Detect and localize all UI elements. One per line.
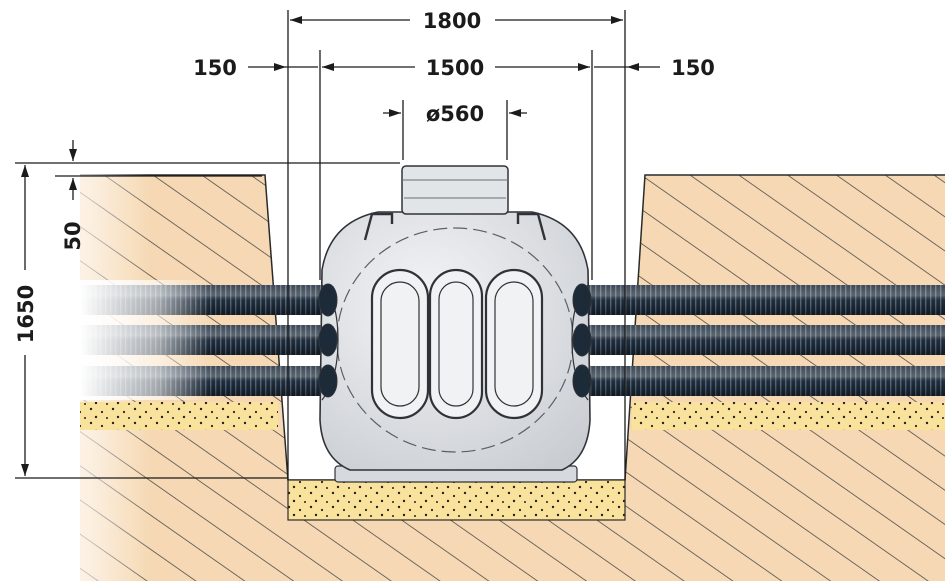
pipe-entry-right-1 bbox=[572, 283, 592, 317]
chamber-oval-window-2 bbox=[428, 268, 484, 420]
soil-left bbox=[80, 175, 945, 581]
dim-label-1650: 1650 bbox=[14, 285, 38, 343]
handle-right bbox=[516, 212, 547, 241]
chamber-oval-window-3 bbox=[484, 268, 544, 420]
dim-label-150-left: 150 bbox=[193, 56, 237, 80]
sand-base bbox=[287, 479, 626, 521]
sand-group bbox=[80, 402, 945, 521]
dimension-labels: 1800 1500 150 150 ø560 50 1650 bbox=[14, 9, 715, 343]
pipe-right-1 bbox=[578, 285, 945, 315]
chamber-oval-window-1 bbox=[370, 268, 430, 420]
pipe-fade-left bbox=[80, 280, 210, 400]
handle-left bbox=[363, 212, 394, 241]
pipe-entry-right-3 bbox=[572, 364, 592, 398]
arrowheads bbox=[21, 16, 639, 476]
chamber bbox=[318, 165, 592, 483]
chamber-neck bbox=[401, 165, 509, 215]
pipe-entry-left-3 bbox=[318, 364, 338, 398]
dim-label-50: 50 bbox=[61, 221, 85, 250]
dim-label-560: ø560 bbox=[426, 102, 484, 126]
pipe-entry-right-2 bbox=[572, 323, 592, 357]
dim-label-150-right: 150 bbox=[671, 56, 715, 80]
sand-layer-left bbox=[80, 402, 278, 430]
dim-label-1800: 1800 bbox=[423, 9, 481, 33]
pipe-entry-left-1 bbox=[318, 283, 338, 317]
sand-layer-right bbox=[632, 402, 945, 430]
pipe-right-2 bbox=[578, 325, 945, 355]
pipe-entry-left-2 bbox=[318, 323, 338, 357]
pipe-right-3 bbox=[578, 366, 945, 396]
dim-label-1500: 1500 bbox=[426, 56, 484, 80]
